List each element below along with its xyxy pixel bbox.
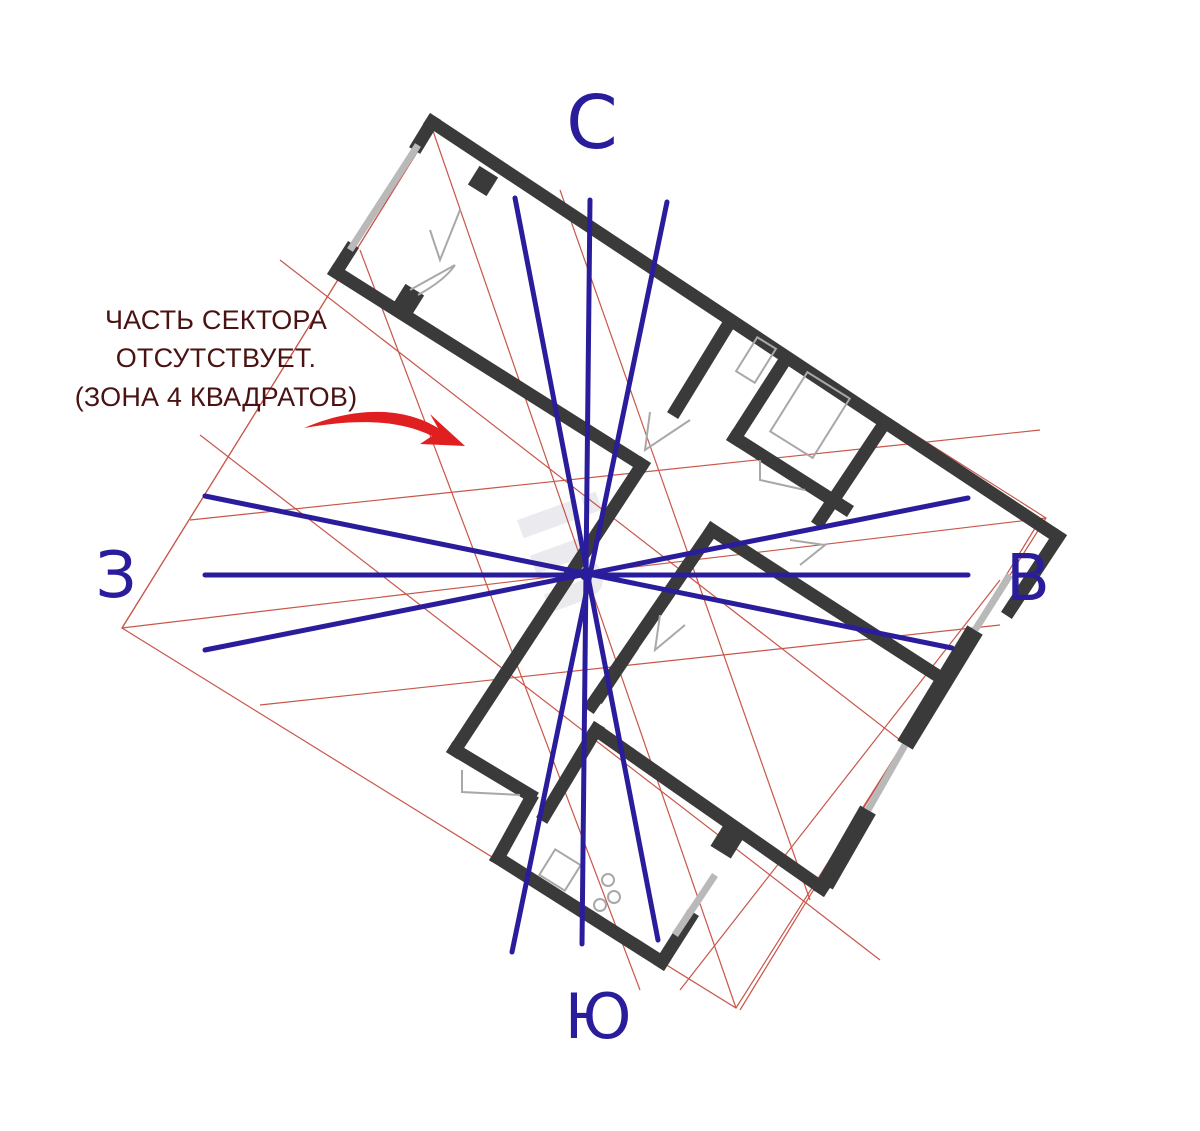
door — [643, 411, 691, 453]
door — [653, 614, 686, 653]
window — [972, 573, 1013, 632]
apartment-walls — [327, 112, 1068, 971]
wall — [726, 429, 854, 517]
doors — [409, 209, 852, 912]
wall — [586, 720, 832, 898]
door — [789, 539, 828, 566]
window — [864, 743, 909, 812]
wall — [726, 359, 789, 447]
wall-block — [467, 165, 499, 197]
fixture — [593, 898, 607, 912]
note-line-3: (ЗОНА 4 КВАДРАТОВ) — [75, 382, 358, 412]
note-line-2: ОТСУТСТВУЕТ. — [116, 343, 317, 373]
fixture — [601, 873, 615, 887]
wall — [1000, 527, 1068, 620]
wall — [590, 640, 640, 705]
door — [429, 209, 461, 263]
fixture — [768, 370, 852, 460]
door — [461, 770, 521, 796]
guide-line — [359, 249, 641, 991]
fixture — [537, 847, 583, 893]
window — [672, 873, 718, 937]
wall — [703, 521, 947, 685]
guide-line — [279, 259, 901, 741]
door — [409, 264, 456, 296]
wall — [446, 741, 539, 804]
wall — [445, 455, 652, 760]
guide-line — [121, 127, 433, 629]
guide-line — [559, 189, 811, 901]
wall — [409, 113, 441, 154]
compass-center-icon — [579, 567, 593, 581]
wall — [810, 420, 890, 530]
window — [347, 143, 421, 252]
door — [759, 460, 806, 491]
wall — [327, 263, 651, 474]
label-north: С — [566, 80, 618, 166]
axis-wnw-ese — [202, 493, 955, 651]
guide-line — [189, 429, 1041, 521]
curved-arrow-icon — [304, 411, 465, 446]
sector-axes — [202, 195, 971, 955]
label-south: Ю — [565, 980, 632, 1053]
label-west: З — [95, 539, 136, 613]
window-segments — [347, 143, 1013, 937]
fixture — [607, 890, 621, 904]
wall-block — [393, 283, 425, 315]
wall — [422, 112, 1068, 547]
wall — [489, 791, 539, 867]
label-east: В — [1006, 542, 1050, 616]
wall — [536, 721, 605, 824]
wall-thick — [817, 805, 876, 890]
wall — [667, 321, 734, 419]
guide-line — [199, 434, 881, 961]
missing-sector-note: ЧАСТЬ СЕКТОРА ОТСУТСТВУЕТ. (ЗОНА 4 КВАДР… — [75, 305, 358, 412]
wall-block — [710, 825, 744, 859]
wall-thick — [897, 625, 983, 750]
fixture — [734, 335, 778, 385]
wall — [327, 241, 359, 281]
note-line-1: ЧАСТЬ СЕКТОРА — [105, 305, 327, 335]
